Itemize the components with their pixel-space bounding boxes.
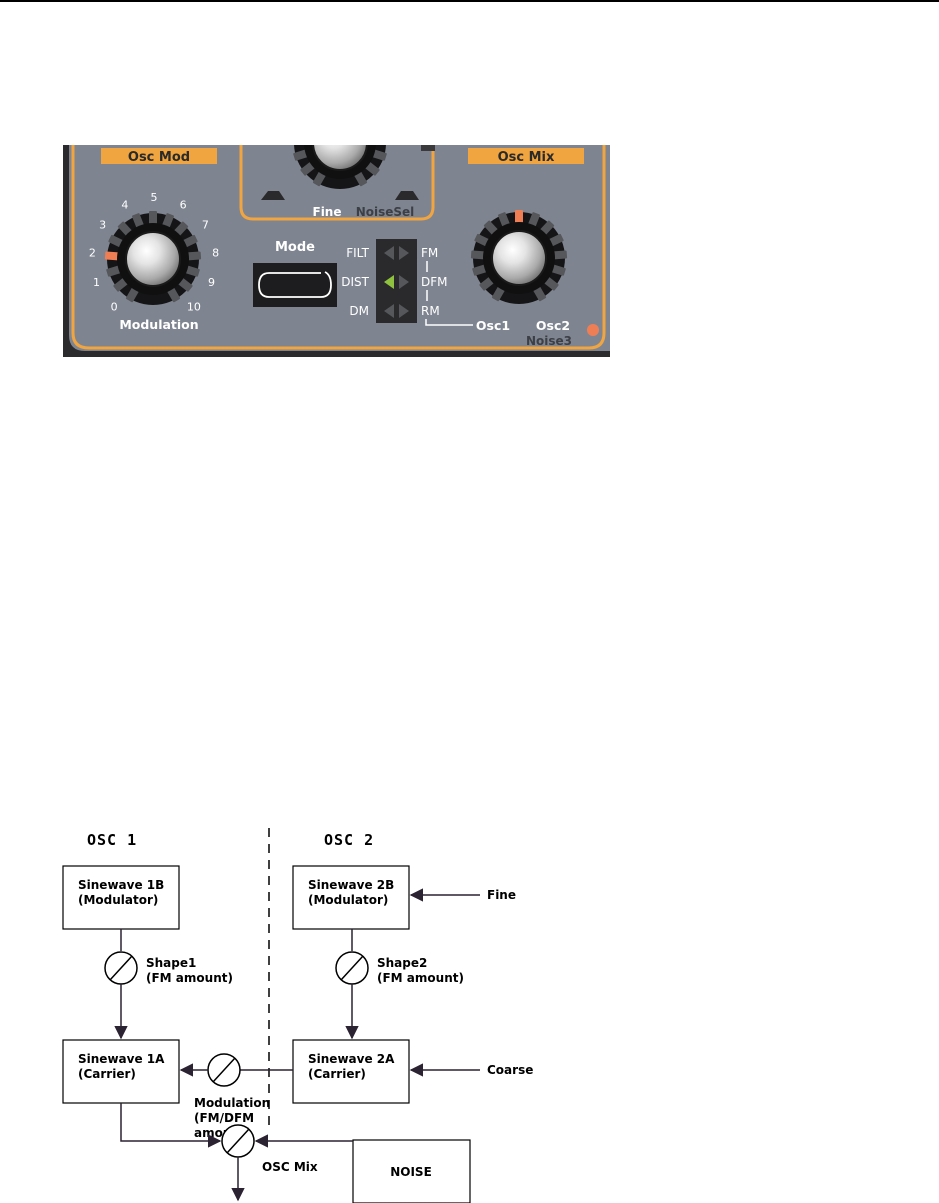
- fine-input-label: Fine: [487, 888, 516, 902]
- osc-mod-header: Osc Mod: [128, 150, 190, 165]
- sinewave-1b-title: Sinewave 1B: [78, 878, 164, 892]
- modulation-scale-2: 2: [89, 247, 96, 260]
- modulation-knob[interactable]: [104, 211, 202, 305]
- modulation-scale-10: 10: [187, 300, 201, 313]
- shape2-sublabel: (FM amount): [377, 971, 464, 985]
- osc2-heading: OSC 2: [324, 831, 374, 849]
- sinewave-2a-title: Sinewave 2A: [308, 1052, 395, 1066]
- sinewave-1b-box: [62, 865, 180, 930]
- mode-led-panel: [376, 239, 417, 323]
- sinewave-2b-box: [292, 865, 410, 930]
- osc2-label: Osc2: [536, 318, 570, 333]
- noise3-indicator-led: [587, 324, 599, 336]
- osc-mod-header-bar: [101, 148, 217, 164]
- top-rule: [0, 0, 939, 2]
- osc-mix-header: Osc Mix: [498, 150, 555, 165]
- shape2-attenuator: [335, 951, 369, 985]
- modulation-scale: 01 2 3 4 5 6 7 8 9 10: [89, 191, 219, 313]
- mode-led-right-1: [399, 275, 409, 289]
- shape1-attenuator-slash: [109, 955, 133, 981]
- osc1-label: Osc1: [476, 318, 510, 333]
- sinewave-1a-title: Sinewave 1A: [78, 1052, 165, 1066]
- mode-label: Mode: [275, 240, 315, 255]
- modulation-led-7: [149, 211, 157, 227]
- mode-option-dm: DM: [349, 304, 369, 318]
- shape2-label: Shape2: [377, 956, 427, 970]
- mode-option-rm: RM: [421, 304, 440, 318]
- sinewave-2b-role: (Modulator): [308, 893, 388, 907]
- modulation-scale-5: 5: [151, 191, 158, 204]
- fine-label: Fine: [313, 205, 342, 219]
- modulation-sublabel-1: (FM/DFM: [194, 1111, 254, 1125]
- modulation-scale-7: 7: [202, 218, 209, 231]
- mode-option-filt: FILT: [346, 246, 369, 260]
- mode-button-body: [253, 263, 337, 307]
- mode-led-left-0: [384, 246, 394, 260]
- modulation-attenuator-slash: [212, 1057, 236, 1083]
- shape1-sublabel: (FM amount): [146, 971, 233, 985]
- osc1-heading: OSC 1: [87, 831, 137, 849]
- osc-mix-header-bar: [468, 148, 584, 164]
- sinewave-1b-role: (Modulator): [78, 893, 158, 907]
- modulation-scale-4: 4: [121, 198, 128, 211]
- modulation-scale-9: 9: [208, 276, 215, 289]
- mode-led-matrix: [384, 246, 409, 318]
- mode-bracket: [425, 319, 473, 326]
- sinewave-1a-role: (Carrier): [78, 1067, 136, 1081]
- modulation-knob-cap: [125, 231, 181, 287]
- fine-knob-cap: [312, 145, 368, 171]
- shape1-attenuator: [104, 951, 138, 985]
- noise-label: NOISE: [390, 1165, 432, 1179]
- shape1-label: Shape1: [146, 956, 196, 970]
- modulation-scale-6: 6: [180, 198, 187, 211]
- fine-range-left-marker: [261, 191, 285, 200]
- osc-mix-label: OSC Mix: [262, 1160, 318, 1174]
- sinewave-1a-box: [62, 1039, 180, 1104]
- modulation-scale-8: 8: [212, 247, 219, 260]
- shape2-attenuator-slash: [340, 955, 364, 981]
- panel-body: [69, 145, 610, 351]
- noise-box: [352, 1139, 471, 1203]
- fine-range-right-marker: [395, 191, 419, 200]
- modulation-label: Modulation: [194, 1096, 270, 1110]
- osc-mix-attenuator-slash: [226, 1128, 250, 1154]
- mode-led-right-2: [399, 304, 409, 318]
- osc-mix-knob[interactable]: [470, 210, 568, 304]
- sinewave-2b-title: Sinewave 2B: [308, 878, 394, 892]
- modulation-scale-1: 1: [93, 276, 100, 289]
- noise-sel-label: NoiseSel: [356, 205, 415, 219]
- osc-mix-attenuator: [221, 1124, 255, 1158]
- sinewave-2a-box: [292, 1039, 410, 1104]
- noise3-label: Noise3: [526, 334, 572, 348]
- osc-mix-led-7: [515, 210, 523, 226]
- mode-button[interactable]: [253, 263, 337, 307]
- mode-button-highlight: [258, 271, 332, 298]
- modulation-label: Modulation: [119, 317, 198, 332]
- mode-led-left-1: [384, 275, 394, 289]
- fine-section-outline: [239, 145, 435, 221]
- mode-led-right-0: [399, 246, 409, 260]
- coarse-input-label: Coarse: [487, 1063, 533, 1077]
- sinewave-2a-role: (Carrier): [308, 1067, 366, 1081]
- mode-option-fm: FM: [421, 246, 438, 260]
- mode-option-dist: DIST: [341, 275, 369, 289]
- section-outline: [71, 145, 606, 350]
- mode-option-dfm: DFM: [421, 275, 448, 289]
- mode-led-left-2: [384, 304, 394, 318]
- fine-section-tab: [421, 145, 435, 151]
- carrier-to-mix-arrow: [120, 1103, 222, 1148]
- modulation-attenuator: [207, 1053, 241, 1087]
- modulation-scale-0: 0: [111, 300, 118, 313]
- osc-mix-knob-cap: [491, 230, 547, 286]
- modulation-sublabel-2: amount): [194, 1126, 251, 1140]
- modulation-scale-3: 3: [99, 218, 106, 231]
- fine-knob[interactable]: [292, 145, 388, 189]
